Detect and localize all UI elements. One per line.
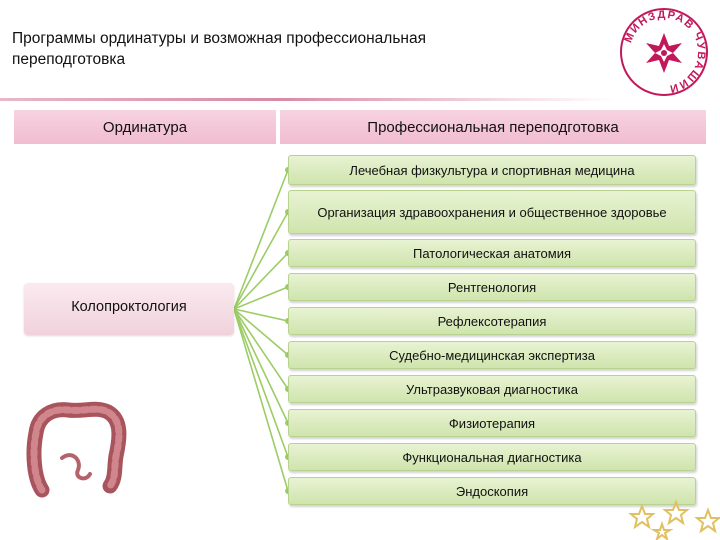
ministry-emblem-icon: МИНЗДРАВ ЧУВАШИИ (620, 8, 708, 96)
connector-line (233, 252, 289, 310)
slide-title: Программы ординатуры и возможная професс… (12, 28, 532, 70)
program-item-2: Организация здравоохранения и общественн… (288, 190, 696, 234)
program-item-7: Ультразвуковая диагностика (288, 375, 696, 403)
program-label: Эндоскопия (455, 483, 529, 499)
program-item-3: Патологическая анатомия (288, 239, 696, 267)
slide-title-line1: Программы ординатуры и возможная професс… (12, 30, 426, 47)
slide-title-line2: переподготовка (12, 51, 126, 68)
program-label: Организация здравоохранения и общественн… (317, 204, 667, 220)
connector-line (233, 286, 289, 310)
connector-line (233, 169, 289, 310)
source-specialty-box: Колопроктология (24, 283, 234, 335)
program-item-5: Рефлексотерапия (288, 307, 696, 335)
connector-line (233, 308, 289, 424)
connector-line (233, 308, 289, 322)
program-label: Судебно-медицинская экспертиза (389, 347, 595, 363)
decorative-stars-icon (628, 499, 720, 540)
connector-line (233, 308, 289, 458)
program-label: Патологическая анатомия (413, 245, 571, 261)
colon-illustration-icon (26, 401, 127, 498)
program-label: Рефлексотерапия (437, 313, 547, 329)
connector-line (233, 308, 289, 492)
connector-line (233, 308, 289, 390)
program-label: Ультразвуковая диагностика (406, 381, 578, 397)
program-item-9: Функциональная диагностика (288, 443, 696, 471)
program-label: Функциональная диагностика (402, 449, 582, 465)
program-item-10: Эндоскопия (288, 477, 696, 505)
title-divider (0, 98, 615, 101)
header-retraining: Профессиональная переподготовка (280, 110, 706, 144)
program-item-6: Судебно-медицинская экспертиза (288, 341, 696, 369)
program-label: Физиотерапия (448, 415, 536, 431)
program-label: Лечебная физкультура и спортивная медици… (349, 162, 635, 178)
program-item-4: Рентгенология (288, 273, 696, 301)
connector-line (233, 308, 289, 356)
program-label: Рентгенология (447, 279, 537, 295)
header-residency: Ординатура (14, 110, 276, 144)
table-header: Ординатура Профессиональная переподготов… (14, 110, 706, 144)
connector-line (233, 211, 289, 310)
program-item-8: Физиотерапия (288, 409, 696, 437)
source-specialty-label: Колопроктология (71, 299, 187, 315)
program-item-1: Лечебная физкультура и спортивная медици… (288, 155, 696, 185)
